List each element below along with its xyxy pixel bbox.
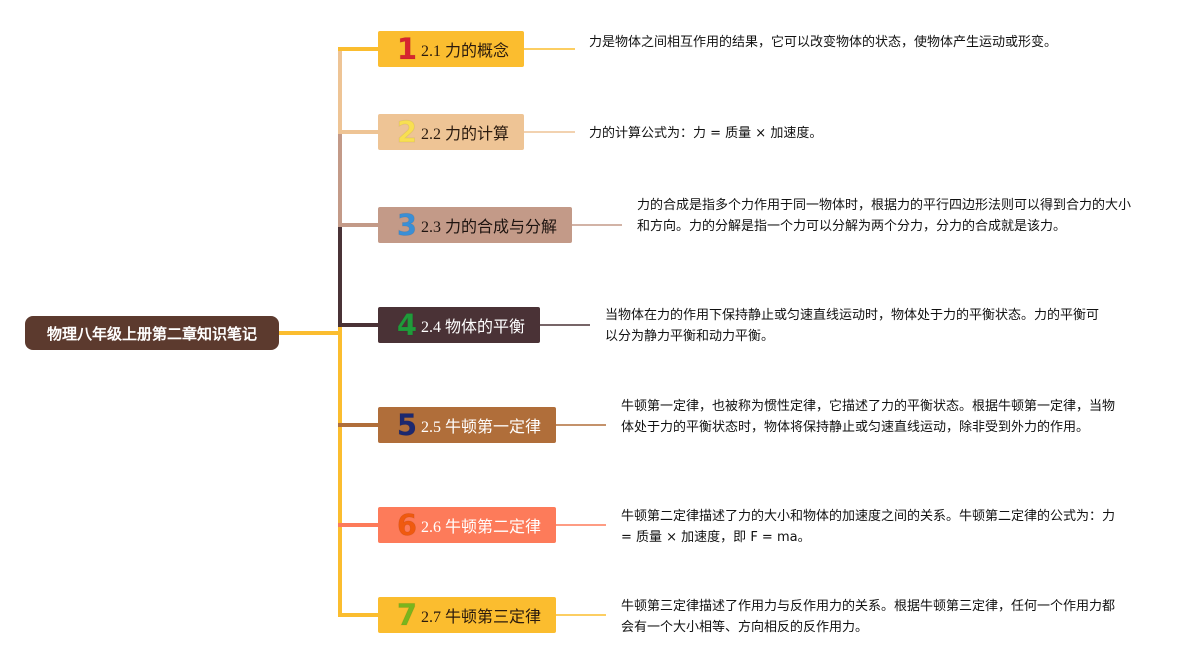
number-4-icon: 4 [396, 307, 418, 342]
description-2-3: 力的合成是指多个力作用于同一物体时，根据力的平行四边形法则可以得到合力的大小和方… [637, 198, 1132, 234]
number-3-icon: 3 [396, 207, 418, 242]
root-title: 物理八年级上册第二章知识笔记 [46, 324, 257, 343]
description-2-2: 力的计算公式为：力 = 质量 × 加速度。 [589, 126, 823, 141]
number-7-icon: 7 [396, 597, 418, 632]
topic-label: 2.3 力的合成与分解 [421, 219, 558, 236]
topic-label: 2.5 牛顿第一定律 [421, 419, 542, 436]
root-topic[interactable]: 物理八年级上册第二章知识笔记 [25, 316, 279, 350]
topic-label: 2.7 牛顿第三定律 [421, 609, 542, 626]
number-5-icon: 5 [396, 407, 418, 442]
description-2-5: 牛顿第一定律，也被称为惯性定律，它描述了力的平衡状态。根据牛顿第一定律，当物体处… [621, 399, 1116, 435]
description-2-4: 当物体在力的作用下保持静止或匀速直线运动时，物体处于力的平衡状态。力的平衡可以分… [605, 308, 1100, 344]
topic-label: 2.1 力的概念 [421, 43, 510, 60]
topic-label: 2.6 牛顿第二定律 [421, 519, 542, 536]
number-2-icon: 2 [396, 114, 418, 149]
description-2-6: 牛顿第二定律描述了力的大小和物体的加速度之间的关系。牛顿第二定律的公式为：力 =… [621, 509, 1116, 545]
topic-label: 2.2 力的计算 [421, 126, 510, 143]
number-1-icon: 1 [396, 31, 418, 66]
topic-label: 2.4 物体的平衡 [421, 319, 526, 336]
number-6-icon: 6 [396, 507, 418, 542]
description-2-7: 牛顿第三定律描述了作用力与反作用力的关系。根据牛顿第三定律，任何一个作用力都会有… [621, 599, 1116, 635]
description-2-1: 力是物体之间相互作用的结果，它可以改变物体的状态，使物体产生运动或形变。 [589, 35, 1058, 50]
